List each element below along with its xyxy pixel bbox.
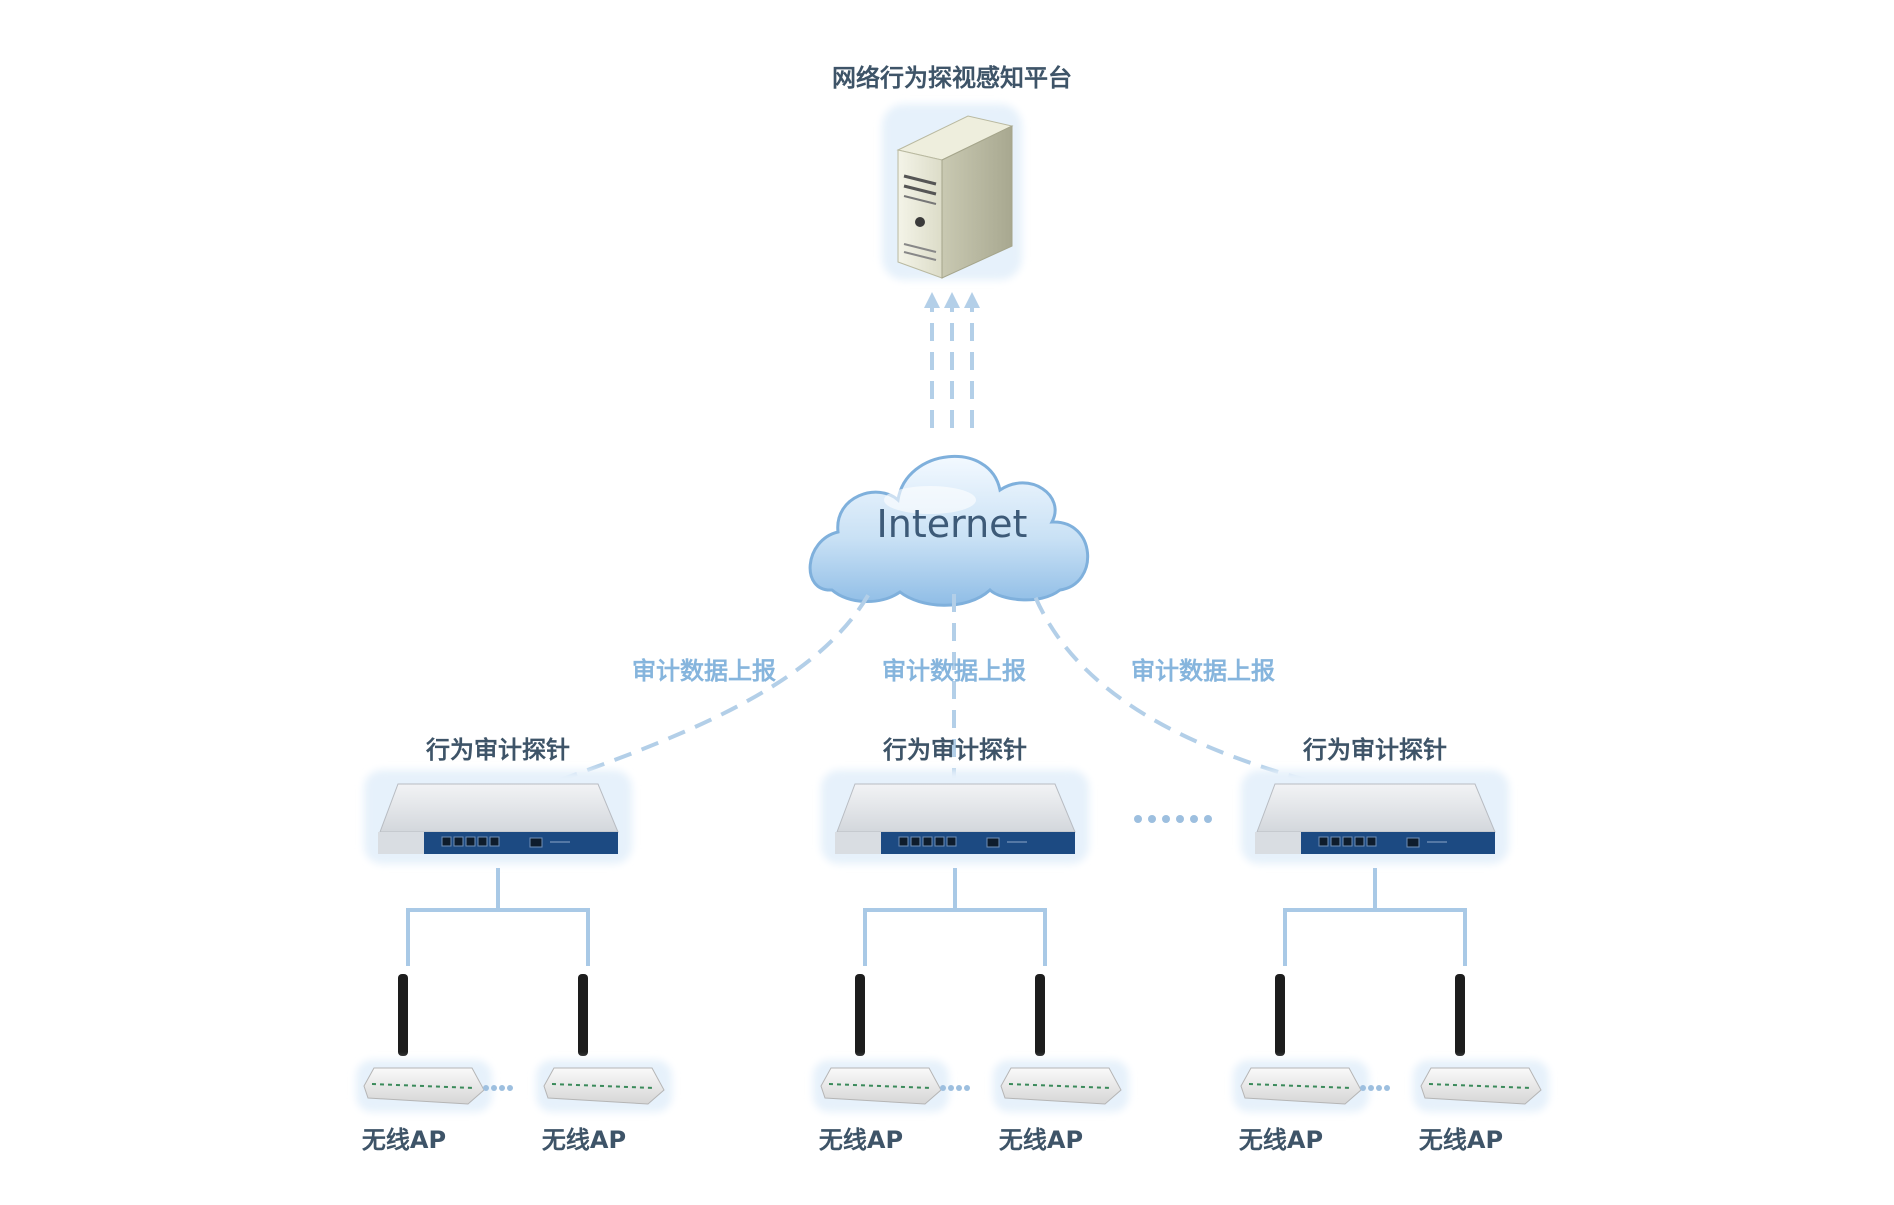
ap-ellipsis <box>940 1085 970 1091</box>
wireless-router-icon <box>1413 974 1549 1112</box>
ap-node: 无线AP <box>993 974 1129 1154</box>
ap-label: 无线AP <box>819 1126 903 1154</box>
ap-node: 无线AP <box>1413 974 1549 1154</box>
wireless-router-icon <box>356 974 492 1112</box>
ap-node: 无线AP <box>813 974 949 1154</box>
ap-node: 无线AP <box>356 974 492 1154</box>
platform-label: 网络行为探视感知平台 <box>832 64 1072 92</box>
platform-node: 网络行为探视感知平台 <box>832 64 1072 280</box>
probe-ap-connector <box>1283 868 1467 966</box>
internet-cloud: Internet <box>808 455 1090 607</box>
wireless-router-icon <box>813 974 949 1112</box>
probe-ap-connector <box>406 868 590 966</box>
wireless-router-icon <box>993 974 1129 1112</box>
arrow-up-icon <box>944 292 960 308</box>
arrow-up-icon <box>964 292 980 308</box>
uplink-label-2: 审计数据上报 <box>882 657 1026 685</box>
uplink-labels: 审计数据上报 审计数据上报 审计数据上报 <box>632 657 1275 685</box>
ap-label: 无线AP <box>542 1126 626 1154</box>
wireless-router-icon <box>536 974 672 1112</box>
probe-label: 行为审计探针 <box>882 736 1027 764</box>
ap-node: 无线AP <box>536 974 672 1154</box>
cloud-label: Internet <box>877 502 1028 546</box>
probe-label: 行为审计探针 <box>1302 736 1447 764</box>
uplink-lines <box>559 591 1307 782</box>
ap-label: 无线AP <box>1239 1126 1323 1154</box>
wireless-router-icon <box>1233 974 1369 1112</box>
ap-label: 无线AP <box>1419 1126 1503 1154</box>
cloud-icon <box>808 455 1090 607</box>
ap-label: 无线AP <box>362 1126 446 1154</box>
arrow-up-icon <box>924 292 940 308</box>
probe-ellipsis <box>1134 815 1212 823</box>
ap-label: 无线AP <box>999 1126 1083 1154</box>
uplink-label-3: 审计数据上报 <box>1131 657 1275 685</box>
appliance-icon <box>364 770 632 864</box>
uplink-label-1: 审计数据上报 <box>632 657 776 685</box>
ap-ellipsis <box>483 1085 513 1091</box>
probe-ap-connector <box>863 868 1047 966</box>
appliance-icon <box>1241 770 1509 864</box>
appliance-icon <box>821 770 1089 864</box>
server-icon <box>882 104 1022 280</box>
ap-node: 无线AP <box>1233 974 1369 1154</box>
upload-arrows <box>924 292 980 428</box>
ap-ellipsis <box>1360 1085 1390 1091</box>
probe-label: 行为审计探针 <box>425 736 570 764</box>
